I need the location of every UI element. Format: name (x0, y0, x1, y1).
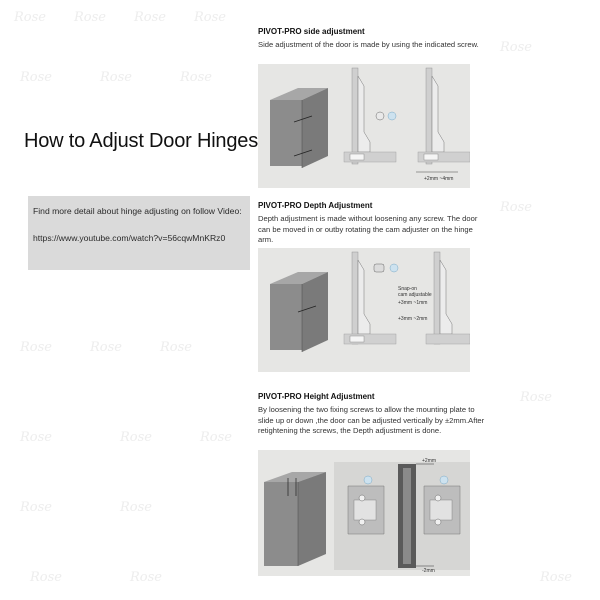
cabinet-door (270, 100, 302, 166)
watermark: Rose (200, 430, 232, 445)
screw-icon (358, 494, 366, 502)
screw-icon (358, 518, 366, 526)
depth-adjustment-illustration: Snap-on cam adjustable +3mm ~1mm +3mm ~2… (258, 248, 470, 372)
hinge-arm (431, 75, 445, 153)
watermark: Rose (30, 570, 62, 585)
hinge-arm (357, 75, 371, 153)
watermark: Rose (180, 70, 212, 85)
watermark: Rose (20, 500, 52, 515)
watermark: Rose (500, 200, 532, 215)
watermark: Rose (20, 70, 52, 85)
section-description: By loosening the two fixing screws to al… (258, 405, 485, 435)
section-side-adjustment: PIVOT-PRO side adjustment Side adjustmen… (258, 27, 490, 51)
watermark: Rose (130, 570, 162, 585)
cam-adjuster-icon (373, 263, 385, 273)
video-prompt: Find more detail about hinge adjusting o… (33, 206, 242, 216)
section-description: Side adjustment of the door is made by u… (258, 40, 479, 49)
hinge-arm (357, 259, 371, 335)
watermark: Rose (74, 10, 106, 25)
watermark: Rose (194, 10, 226, 25)
watermark: Rose (520, 390, 552, 405)
watermark: Rose (120, 500, 152, 515)
cabinet-door (302, 272, 328, 352)
watermark: Rose (20, 430, 52, 445)
watermark: Rose (540, 570, 572, 585)
watermark: Rose (500, 40, 532, 55)
section-depth-adjustment: PIVOT-PRO Depth Adjustment Depth adjustm… (258, 201, 490, 246)
dimension-label: +2mm ~4mm (424, 176, 453, 182)
section-heading: PIVOT-PRO side adjustment (258, 27, 365, 36)
cabinet-top (264, 472, 326, 482)
arrow-icon (293, 149, 313, 157)
video-link[interactable]: https://www.youtube.com/watch?v=56cqwMnK… (33, 233, 226, 243)
annotation-label: Snap-on (398, 286, 417, 292)
watermark: Rose (100, 70, 132, 85)
cabinet-top (270, 88, 328, 100)
arrow-icon (297, 305, 317, 313)
watermark: Rose (160, 340, 192, 355)
height-adjustment-illustration: +2mm -2mm (258, 450, 470, 576)
cabinet-door (264, 482, 298, 566)
annotation-label: +3mm ~1mm (398, 300, 427, 306)
rotate-icon (363, 475, 373, 485)
section-height-adjustment: PIVOT-PRO Height Adjustment By loosening… (258, 392, 490, 437)
annotation-label: +3mm ~2mm (398, 316, 427, 322)
cabinet-door (298, 472, 326, 566)
watermark: Rose (90, 340, 122, 355)
section-description: Depth adjustment is made without looseni… (258, 214, 478, 244)
section-heading: PIVOT-PRO Height Adjustment (258, 392, 375, 401)
section-heading: PIVOT-PRO Depth Adjustment (258, 201, 373, 210)
cabinet-door (302, 88, 328, 168)
screw-icon (434, 518, 442, 526)
hinge-arm (439, 259, 453, 335)
side-adjustment-illustration: +2mm ~4mm (258, 64, 470, 188)
watermark: Rose (134, 10, 166, 25)
watermark: Rose (14, 10, 46, 25)
arrow-icon (293, 115, 313, 123)
dimension-label: -2mm (422, 568, 435, 574)
rotate-icon (387, 111, 397, 121)
watermark: Rose (120, 430, 152, 445)
screw-icon (375, 111, 385, 121)
rotate-icon (389, 263, 399, 273)
dimension-label: +2mm (422, 458, 436, 464)
video-info-box: Find more detail about hinge adjusting o… (28, 196, 250, 270)
screw-icon (434, 494, 442, 502)
cabinet-top (270, 272, 328, 284)
annotation-label: cam adjustable (398, 292, 432, 298)
page-title: How to Adjust Door Hinges? (24, 130, 269, 152)
cabinet-door (270, 284, 302, 350)
rotate-icon (439, 475, 449, 485)
watermark: Rose (20, 340, 52, 355)
